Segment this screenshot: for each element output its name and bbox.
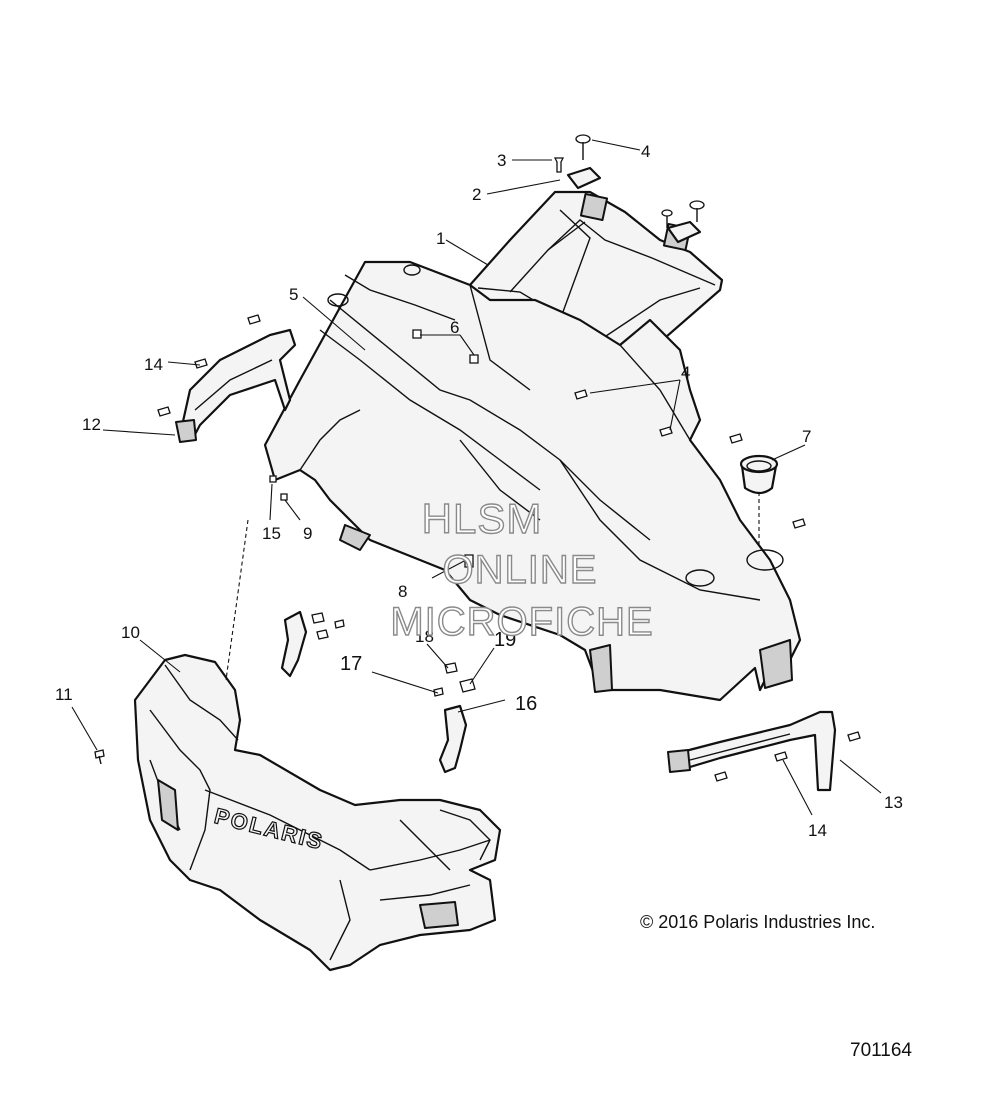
callout-1: 1: [436, 229, 445, 248]
callout-labels: 1 2 3 4 5 6 4 7 8 9 10 11 12 13 14 14 15…: [55, 142, 903, 840]
small-fasteners: [94, 314, 861, 782]
callout-4-mid: 4: [681, 363, 690, 382]
screw-fastener: [553, 134, 705, 228]
callout-2: 2: [472, 185, 481, 204]
figure-number: 701164: [850, 1040, 912, 1061]
leader-lines: [71, 139, 882, 816]
callout-9: 9: [303, 524, 312, 543]
callout-10: 10: [121, 623, 140, 642]
callout-7: 7: [802, 427, 811, 446]
callout-16: 16: [515, 693, 537, 715]
callout-11: 11: [55, 685, 73, 704]
callout-19: 19: [494, 629, 516, 651]
callout-18: 18: [415, 627, 434, 646]
callout-6: 6: [450, 318, 459, 337]
assembly-line: [225, 519, 249, 681]
callout-5: 5: [289, 285, 298, 304]
watermark-line-2: ONLINE: [442, 548, 598, 592]
part-front-fascia: POLARIS: [133, 653, 502, 972]
part-hook-bracket: [280, 610, 468, 774]
callout-15: 15: [262, 524, 281, 543]
callout-12: 12: [82, 415, 101, 434]
callout-17: 17: [340, 653, 362, 675]
part-right-bracket: [667, 710, 837, 792]
callout-3: 3: [497, 151, 506, 170]
callout-13: 13: [884, 793, 903, 812]
part-left-bracket: [175, 328, 297, 443]
copyright-notice: © 2016 Polaris Industries Inc.: [640, 912, 876, 932]
part-front-body-panel: [263, 260, 802, 702]
part-hinge: [566, 166, 702, 244]
callout-4-top: 4: [641, 142, 650, 161]
watermark-line-1: HLSM: [421, 495, 543, 542]
callout-14-right: 14: [808, 821, 827, 840]
callout-14-left: 14: [144, 355, 163, 374]
watermark-line-3: MICROFICHE: [390, 600, 654, 644]
part-cup-holder: [739, 454, 779, 545]
callout-8: 8: [398, 582, 407, 601]
